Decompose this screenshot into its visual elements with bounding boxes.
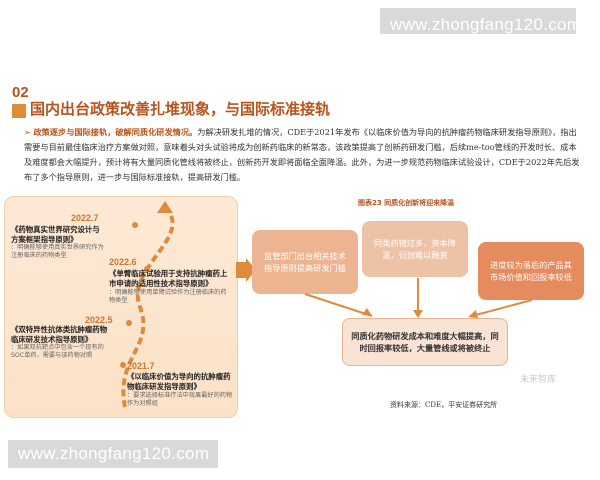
timeline-desc: ：如果双抗靶点中包含一个现有的SOC单药，需要与该药物对照 (11, 344, 104, 359)
timeline-desc: ：明确能够使用真实世界研究作为注册临床的药物类型 (11, 244, 104, 259)
intro-lead: 政策逐步与国际接轨，破解同质化研发情况。 (33, 127, 198, 137)
title-bar-icon (12, 104, 26, 118)
timeline-year: 2022.7 (71, 213, 99, 223)
cause-box-capital: 同类药物过多，资本降温，衍创难以融资 (362, 221, 468, 277)
timeline-title: 《单臂临床试验用于支持抗肿瘤药上市申请的适用性技术指导原则》 (109, 269, 228, 288)
arrow-right-icon (236, 258, 256, 282)
timeline-title: 《双特异性抗体类抗肿瘤药物临床研发技术指导原则》 (11, 325, 108, 344)
timeline-desc: ：要求选择标准疗法中效果最好的药物作为对照组 (127, 392, 233, 407)
section-title: 国内出台政策改善扎堆现象，与国际标准接轨 (30, 100, 331, 118)
cause-box-market: 进度较为落后的产品其市场价值和回报率较低 (478, 242, 584, 300)
connector-arrows (304, 278, 533, 318)
policy-timeline: 2022.7 《药物真实世界研究设计与方案框架指导原则》 ：明确能够使用真实世界… (4, 196, 238, 418)
watermark-top: www.zhongfang120.com (380, 8, 581, 34)
timeline-title: 《药物真实世界研究设计与方案框架指导原则》 (11, 225, 100, 244)
logo-watermark: 未来智库 (520, 375, 557, 385)
watermark-bottom: www.zhongfang120.com (8, 440, 218, 468)
bullet-icon: ➢ (24, 127, 31, 137)
intro-paragraph: ➢ 政策逐步与国际接轨，破解同质化研发情况。为解决研发扎堆的情况，CDE于202… (24, 125, 584, 185)
outcome-box: 同质化药物研发成本和难度大幅提高，同时回报率较低，大量管线或将被终止 (342, 318, 508, 366)
source-note: 资料来源：CDE，平安证券研究所 (390, 401, 498, 409)
timeline-year: 2022.5 (85, 315, 113, 325)
cause-box-regulation: 监管部门出台相关技术指导原则提高研发门槛 (252, 230, 358, 294)
timeline-year: 2021.7 (127, 361, 155, 371)
timeline-arrow (120, 201, 175, 408)
timeline-desc: ：明确能够使用单臂试验作为注册临床的药物类型 (109, 289, 227, 304)
timeline-title: 《以临床价值为导向的抗肿瘤药物临床研发指导原则》 (127, 372, 231, 391)
timeline-year: 2022.6 (109, 257, 137, 267)
intro-text: 为解决研发扎堆的情况，CDE于2021年发布《以临床价值为导向的抗肿瘤药物临床研… (24, 127, 580, 182)
section-number: 02 (12, 84, 29, 101)
figure-label: 图表23 同质化创新将迎来降温 (358, 199, 455, 207)
